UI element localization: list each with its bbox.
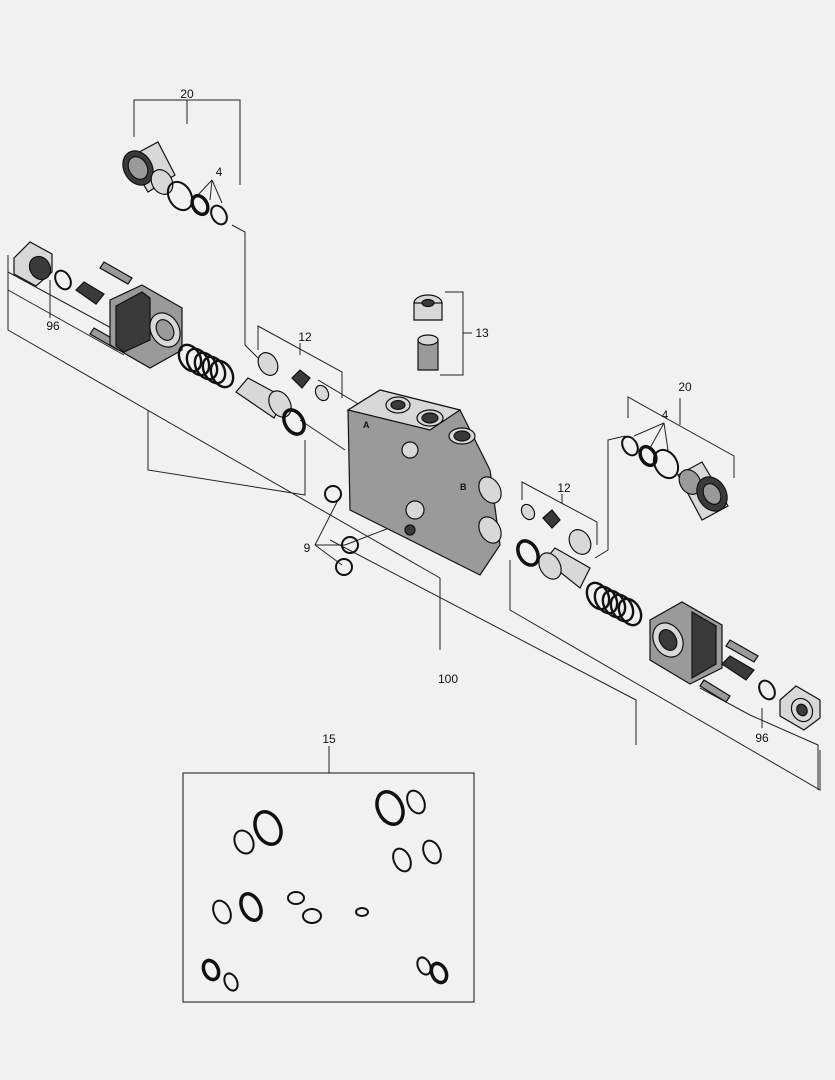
plug-13 [413,294,443,371]
relief-cartridge-right [677,461,729,521]
spring-left [177,343,235,389]
screws-left [75,261,133,351]
callout-12-left: 12 [298,330,312,344]
relief-cartridge-top [122,141,176,195]
check-valve-right [520,503,592,555]
callout-20-right: 20 [678,380,692,394]
port-label-a: A [363,420,370,430]
seal-rings-right [621,435,680,480]
callout-9: 9 [304,541,311,555]
end-cap-left [13,241,72,291]
end-cap-right [758,679,821,731]
callout-13: 13 [475,326,489,340]
callout-20-top: 20 [180,87,194,101]
o-rings-9 [324,485,359,576]
spring-right [585,581,643,627]
seal-kit-box [182,772,475,1003]
check-valve-left [257,352,330,402]
end-cover-right [649,601,723,685]
callout-4-top: 4 [216,165,223,179]
callout-100: 100 [438,672,458,686]
leader-lines [7,99,821,791]
port-label-b: B [460,482,467,492]
callout-96-left: 96 [46,319,60,333]
callout-labels: 20 4 96 12 13 20 4 12 9 100 96 15 [46,87,769,746]
spool-left [235,377,306,436]
callout-4-right: 4 [662,408,669,422]
callout-12-right: 12 [557,481,571,495]
valve-body: A B [346,389,502,576]
end-cover-left [109,284,183,369]
screws-right [699,639,759,703]
spool-right [516,539,591,589]
callout-15: 15 [322,732,336,746]
seal-rings-top [166,180,228,226]
callout-96-right: 96 [755,731,769,745]
